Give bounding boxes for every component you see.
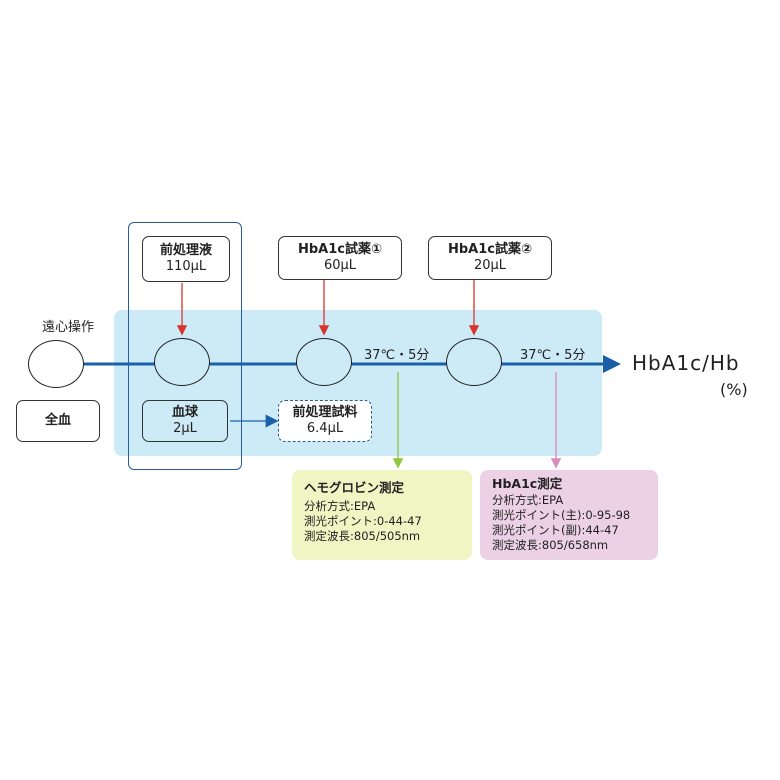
whole-blood-label: 全血 bbox=[44, 413, 71, 428]
blood-cell-name: 血球 bbox=[171, 405, 198, 420]
hba1c-panel-title: HbA1c測定 bbox=[492, 476, 563, 491]
incubation1-label: 37℃・5分 bbox=[364, 348, 430, 363]
reaction1-circle bbox=[296, 338, 352, 386]
hba1c-panel-line: 測定波長:805/658nm bbox=[492, 538, 609, 552]
pretreated-sample-box: 前処理試料 6.4μL bbox=[278, 400, 372, 442]
hemoglobin-panel: ヘモグロビン測定 分析方式:EPA 測光ポイント:0-44-47 測定波長:80… bbox=[292, 470, 472, 560]
blood-cell-volume: 2μL bbox=[173, 421, 197, 436]
reagent1-volume: 60μL bbox=[323, 258, 357, 273]
whole-blood-circle bbox=[28, 340, 84, 388]
pretreatment-reagent-box: 前処理液 110μL bbox=[142, 236, 230, 282]
reagent1-box: HbA1c試薬① 60μL bbox=[278, 236, 402, 280]
result-title: HbA1c/Hb bbox=[632, 351, 740, 375]
hemoglobin-panel-title: ヘモグロビン測定 bbox=[304, 480, 405, 495]
reagent2-box: HbA1c試薬② 20μL bbox=[428, 236, 552, 280]
reagent1-name: HbA1c試薬① bbox=[297, 242, 382, 257]
hba1c-panel-line: 分析方式:EPA bbox=[492, 493, 564, 507]
pretreatment-reagent-name: 前処理液 bbox=[159, 243, 212, 258]
pretreated-sample-volume: 6.4μL bbox=[306, 421, 344, 436]
pretreated-sample-name: 前処理試料 bbox=[292, 405, 358, 420]
reagent2-volume: 20μL bbox=[473, 258, 507, 273]
hba1c-panel-line: 測光ポイント(副):44-47 bbox=[492, 523, 619, 537]
hba1c-panel-line: 測光ポイント(主):0-95-98 bbox=[492, 508, 631, 522]
reagent2-name: HbA1c試薬② bbox=[447, 242, 532, 257]
blood-cell-box: 血球 2μL bbox=[142, 400, 228, 442]
pretreatment-frame bbox=[128, 222, 242, 470]
hba1c-panel: HbA1c測定 分析方式:EPA 測光ポイント(主):0-95-98 測光ポイン… bbox=[480, 470, 658, 560]
incubation2-label: 37℃・5分 bbox=[520, 348, 586, 363]
hemoglobin-panel-line: 測光ポイント:0-44-47 bbox=[304, 514, 422, 528]
whole-blood-box: 全血 bbox=[16, 400, 100, 442]
pretreatment-circle bbox=[154, 338, 210, 386]
hemoglobin-panel-line: 分析方式:EPA bbox=[304, 499, 376, 513]
reaction2-circle bbox=[446, 338, 502, 386]
result-unit: (%) bbox=[720, 380, 748, 399]
pretreatment-reagent-volume: 110μL bbox=[165, 259, 207, 274]
centrifuge-label: 遠心操作 bbox=[42, 320, 95, 335]
hemoglobin-panel-line: 測定波長:805/505nm bbox=[304, 529, 421, 543]
